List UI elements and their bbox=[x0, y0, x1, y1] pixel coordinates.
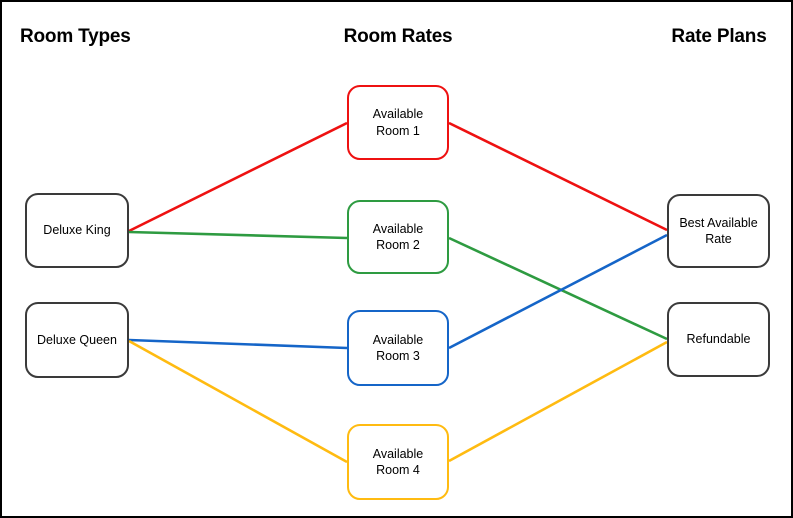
connector-room3-to-bar bbox=[448, 233, 668, 350]
node-refundable[interactable]: Refundable bbox=[667, 302, 770, 377]
node-deluxe-queen[interactable]: Deluxe Queen bbox=[25, 302, 129, 378]
node-available-room-2[interactable]: Available Room 2 bbox=[347, 200, 449, 274]
node-label-available-room-2: Available Room 2 bbox=[372, 221, 424, 253]
connector-room4-to-refund bbox=[448, 340, 668, 463]
node-available-room-1[interactable]: Available Room 1 bbox=[347, 85, 449, 160]
connector-queen-to-room3 bbox=[128, 338, 348, 350]
column-title-rate-plans: Rate Plans bbox=[671, 26, 767, 47]
node-deluxe-king[interactable]: Deluxe King bbox=[25, 193, 129, 268]
node-label-deluxe-king: Deluxe King bbox=[43, 223, 111, 238]
connector-queen-to-room4 bbox=[128, 339, 348, 464]
node-available-room-4[interactable]: Available Room 4 bbox=[347, 424, 449, 500]
node-label-refundable: Refundable bbox=[686, 332, 751, 347]
node-best-available-rate[interactable]: Best Available Rate bbox=[667, 194, 770, 268]
node-label-available-room-1: Available Room 1 bbox=[372, 107, 424, 138]
connector-room2-to-refund bbox=[448, 236, 668, 341]
connector-king-to-room1 bbox=[128, 121, 348, 233]
column-title-room-types: Room Types bbox=[20, 26, 131, 47]
column-title-room-rates: Room Rates bbox=[343, 26, 453, 47]
connector-room1-to-bar bbox=[448, 121, 668, 232]
connector-king-to-room2 bbox=[128, 230, 348, 240]
node-available-room-3[interactable]: Available Room 3 bbox=[347, 310, 449, 386]
node-label-deluxe-queen: Deluxe Queen bbox=[37, 332, 117, 347]
node-label-available-room-4: Available Room 4 bbox=[372, 446, 424, 478]
node-label-best-available-rate: Best Available Rate bbox=[679, 215, 758, 247]
node-label-available-room-3: Available Room 3 bbox=[372, 332, 424, 364]
